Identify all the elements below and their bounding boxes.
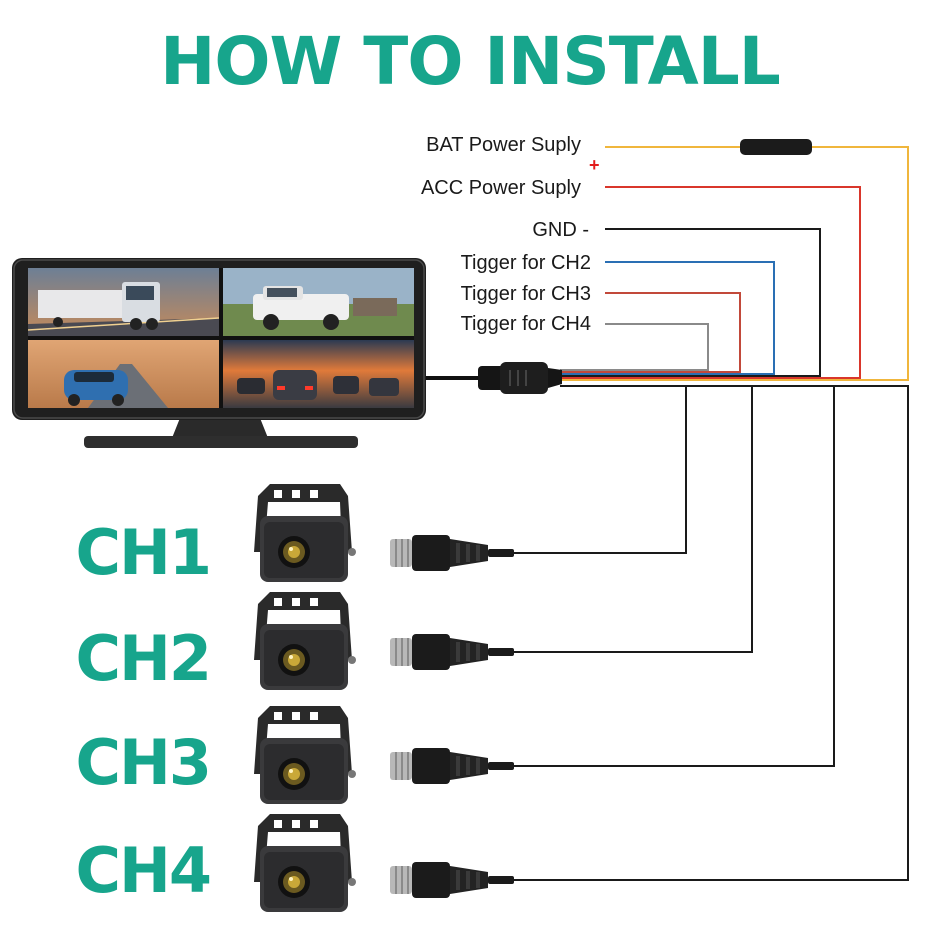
camera-ch4 bbox=[254, 814, 356, 912]
dash-monitor bbox=[12, 258, 426, 448]
channel-label-ch3: CH3 bbox=[75, 726, 212, 799]
label-trigger-ch2: Tigger for CH2 bbox=[460, 252, 591, 274]
label-acc-power: ACC Power Suply bbox=[420, 177, 581, 199]
label-trigger-ch3: Tigger for CH3 bbox=[460, 283, 591, 305]
aviation-plug-ch4 bbox=[390, 862, 514, 898]
page-title: HOW TO INSTALL bbox=[160, 23, 781, 100]
view-ch2 bbox=[222, 268, 415, 337]
label-bat-power: BAT Power Suply bbox=[426, 134, 581, 156]
channel-label-ch4: CH4 bbox=[75, 834, 212, 907]
label-trigger-ch4: Tigger for CH4 bbox=[460, 313, 591, 335]
channel-label-ch2: CH2 bbox=[75, 622, 212, 695]
aviation-plug-ch1 bbox=[390, 535, 514, 571]
aviation-plug-ch3 bbox=[390, 748, 514, 784]
camera-ch1 bbox=[254, 484, 356, 582]
label-gnd: GND - bbox=[532, 219, 589, 241]
view-ch3 bbox=[28, 339, 220, 409]
camera-ch3 bbox=[254, 706, 356, 804]
monitor-screen bbox=[28, 268, 414, 408]
aviation-plug-ch2 bbox=[390, 634, 514, 670]
fuse-holder bbox=[740, 139, 812, 155]
view-ch1 bbox=[28, 268, 220, 337]
plus-sign: + bbox=[589, 155, 600, 175]
view-ch4 bbox=[222, 339, 415, 409]
camera-ch2 bbox=[254, 592, 356, 690]
channel-label-ch1: CH1 bbox=[75, 516, 212, 589]
